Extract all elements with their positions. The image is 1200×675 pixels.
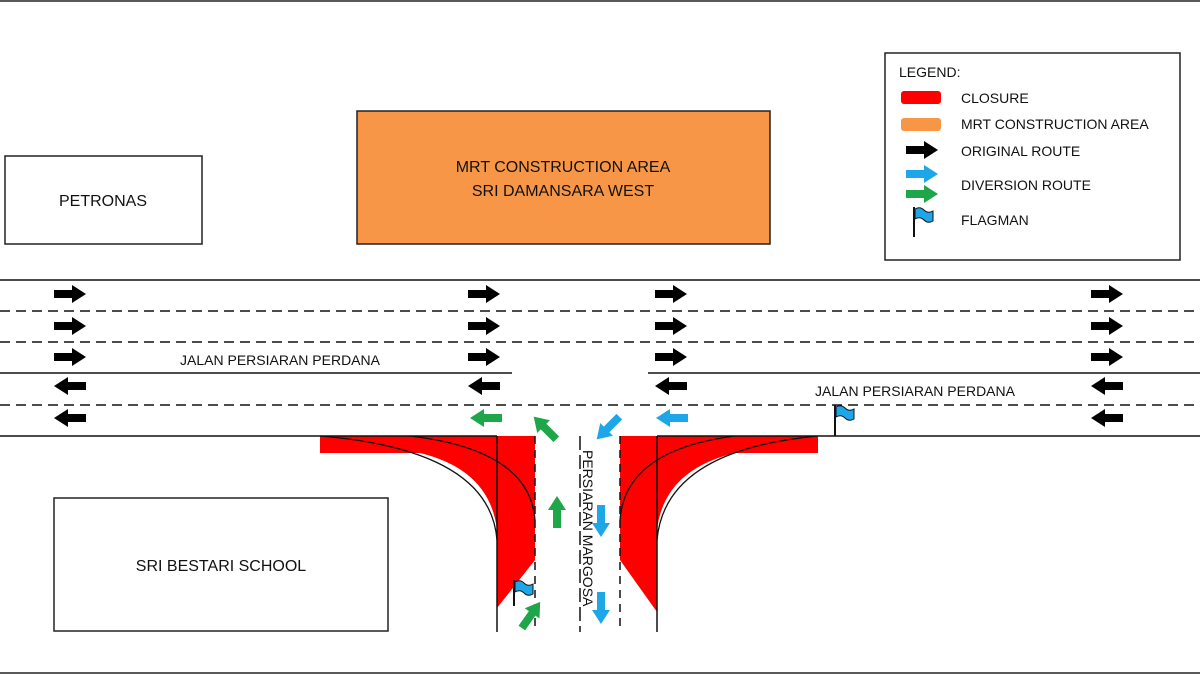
original-route-arrow-icon <box>468 348 500 366</box>
mrt-label-line2: SRI DAMANSARA WEST <box>472 183 654 200</box>
road-label-side: PERSIARAN MARGOSA <box>580 450 596 607</box>
original-route-arrow-icon <box>1091 409 1123 427</box>
original-route-arrow-icon <box>54 377 86 395</box>
curb-curve-left-inner <box>409 435 536 521</box>
closure-right <box>620 436 818 612</box>
road-label-main-left: JALAN PERSIARAN PERDANA <box>180 352 381 368</box>
diversion-arrow-icon <box>518 601 541 631</box>
blue-arrow-icon <box>906 165 938 183</box>
original-route-arrow-icon <box>655 317 687 335</box>
original-route-arrow-icon <box>468 285 500 303</box>
petronas-building: PETRONAS <box>4 155 203 245</box>
original-route-arrow-icon <box>1091 285 1123 303</box>
original-route-arrow-icon <box>54 317 86 335</box>
original-route-arrow-icon <box>1091 348 1123 366</box>
original-route-arrow-icon <box>54 348 86 366</box>
construction-swatch <box>901 118 941 131</box>
legend-title: LEGEND: <box>899 64 960 80</box>
green-arrow-icon <box>906 185 938 203</box>
mrt-label-line1: MRT CONSTRUCTION AREA <box>456 159 671 176</box>
diversion-arrow-icon <box>656 409 688 427</box>
diversion-arrow-icon <box>592 592 610 624</box>
route-arrows <box>54 285 1123 631</box>
flagman-flag-icon <box>513 580 534 606</box>
original-route-arrow-icon <box>54 409 86 427</box>
diversion-arrow-icon <box>592 505 610 537</box>
original-route-arrow-icon <box>468 377 500 395</box>
original-route-arrow-icon <box>655 348 687 366</box>
diversion-arrow-icon <box>470 409 502 427</box>
legend-label: MRT CONSTRUCTION AREA <box>961 116 1149 132</box>
flagman-flag-icon <box>834 405 855 436</box>
closure-left <box>320 436 535 608</box>
curb-curve-left-outer <box>319 435 498 541</box>
legend-label: FLAGMAN <box>961 212 1029 228</box>
diversion-arrow-icon <box>596 413 623 440</box>
petronas-label: PETRONAS <box>59 193 147 210</box>
original-route-arrow-icon <box>468 317 500 335</box>
road-label-main-right: JALAN PERSIARAN PERDANA <box>815 383 1016 399</box>
legend-label: CLOSURE <box>961 90 1029 106</box>
curb-curve-right-inner <box>619 435 736 521</box>
legend: LEGEND: CLOSURE MRT CONSTRUCTION AREA OR… <box>884 52 1181 261</box>
diversion-arrow-icon <box>533 416 560 443</box>
black-arrow-icon <box>906 141 938 159</box>
flag-icon <box>913 207 934 237</box>
sri-bestari-school: SRI BESTARI SCHOOL <box>53 497 389 632</box>
closure-swatch <box>901 91 941 104</box>
diversion-arrow-icon <box>548 496 566 528</box>
legend-label: DIVERSION ROUTE <box>961 177 1091 193</box>
original-route-arrow-icon <box>655 285 687 303</box>
original-route-arrow-icon <box>1091 377 1123 395</box>
original-route-arrow-icon <box>54 285 86 303</box>
curb-curve-right-outer <box>656 435 819 541</box>
school-label: SRI BESTARI SCHOOL <box>136 558 307 575</box>
road-markings <box>0 279 1200 632</box>
legend-label: ORIGINAL ROUTE <box>961 143 1080 159</box>
mrt-construction-area: MRT CONSTRUCTION AREA SRI DAMANSARA WEST <box>356 110 771 245</box>
original-route-arrow-icon <box>655 377 687 395</box>
original-route-arrow-icon <box>1091 317 1123 335</box>
